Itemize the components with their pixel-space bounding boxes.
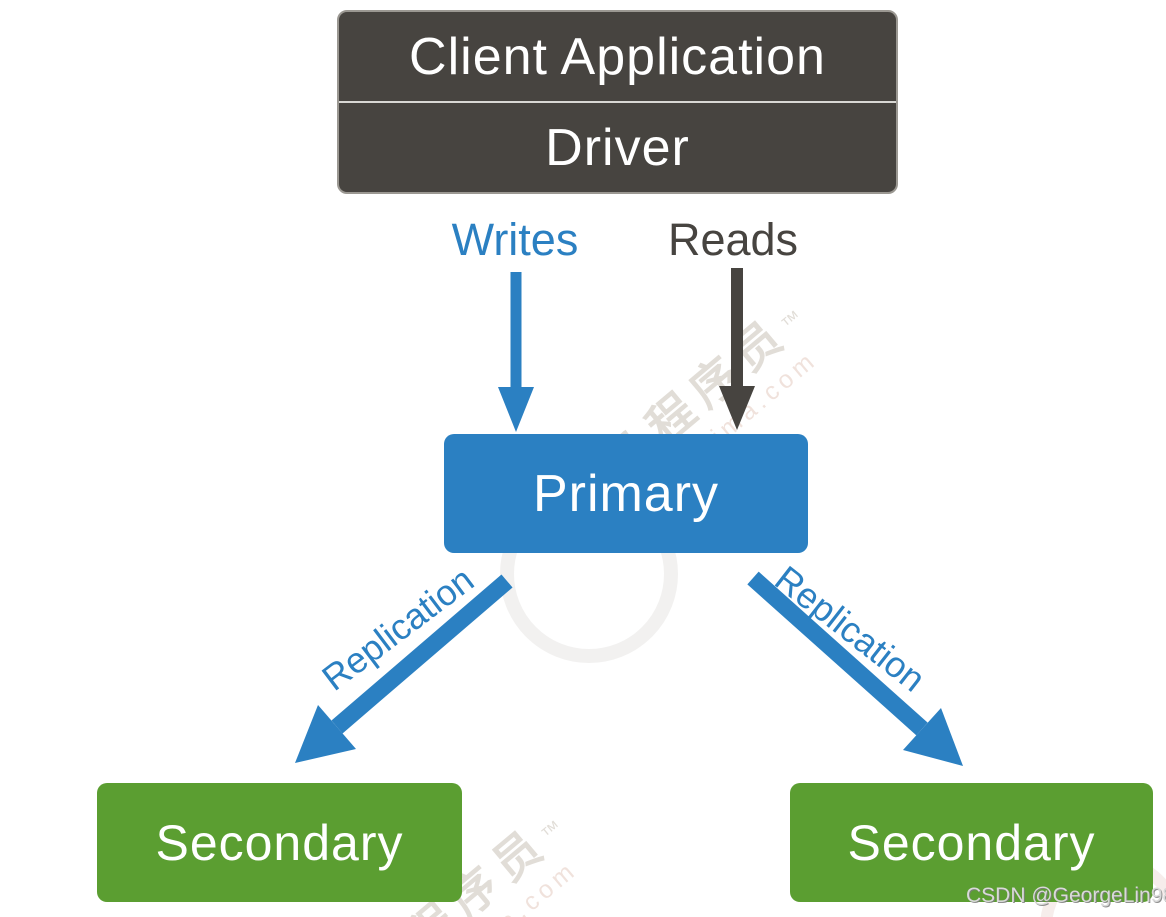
csdn-credit: CSDN @GeorgeLin98 <box>966 884 1166 907</box>
primary-node: Primary <box>444 434 808 553</box>
replication-arrow-right <box>747 571 963 766</box>
secondary-right-label: Secondary <box>847 814 1096 871</box>
secondary-node-right: Secondary <box>790 783 1153 902</box>
client-application-box: Client Application Driver <box>337 10 898 194</box>
writes-label: Writes <box>451 214 579 265</box>
driver-label: Driver <box>339 101 896 192</box>
secondary-node-left: Secondary <box>97 783 462 902</box>
replication-arrow-left <box>295 574 513 763</box>
reads-label: Reads <box>667 214 799 265</box>
reads-arrow <box>719 268 755 430</box>
primary-label: Primary <box>532 464 720 523</box>
secondary-left-label: Secondary <box>155 814 404 871</box>
writes-arrow <box>498 272 534 432</box>
client-application-label: Client Application <box>409 27 826 86</box>
